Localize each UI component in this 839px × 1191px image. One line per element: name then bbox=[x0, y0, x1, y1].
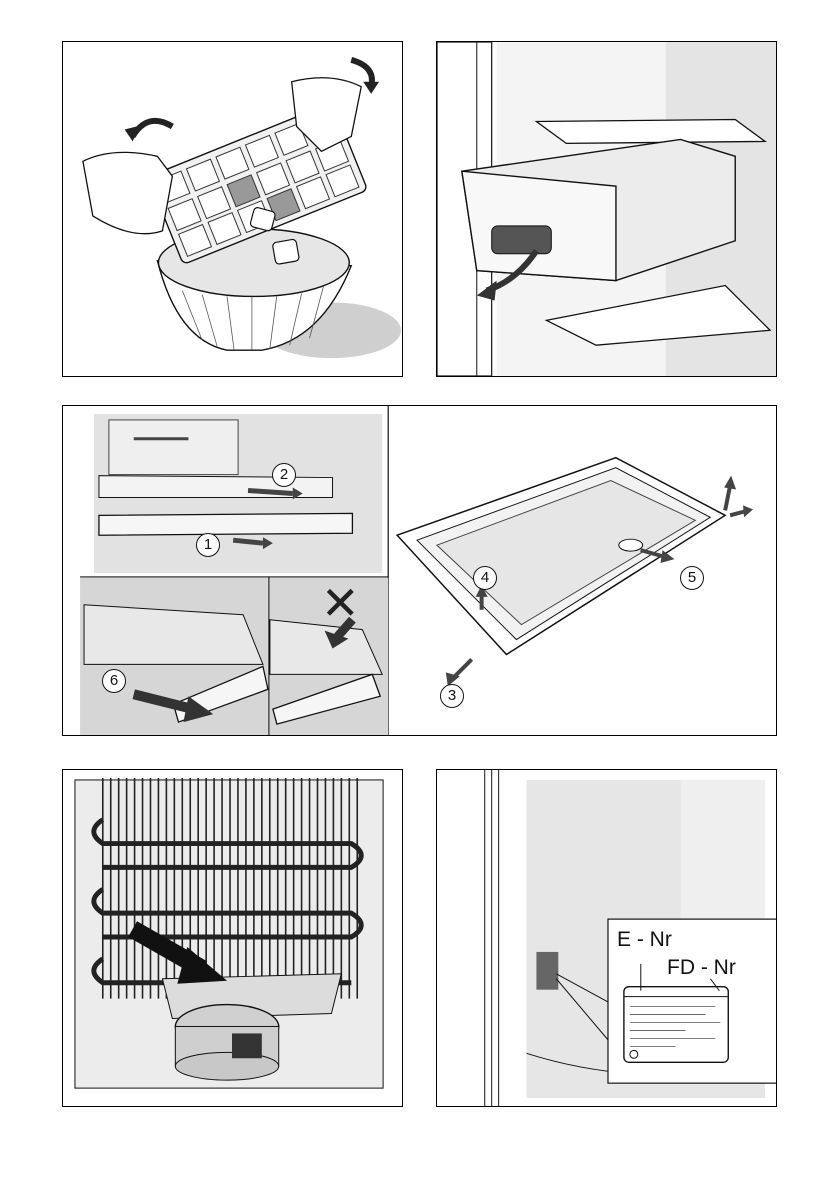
step-callout-6: 6 bbox=[102, 669, 126, 693]
condenser-panel bbox=[62, 769, 403, 1107]
condenser-illustration bbox=[63, 770, 402, 1106]
step-callout-1: 1 bbox=[196, 533, 220, 557]
rating-plate-panel: E - Nr FD - Nr bbox=[436, 769, 777, 1107]
freezer-drawer-illustration bbox=[437, 42, 776, 376]
shelf-removal-panel: 2 1 6 4 5 3 ✕ bbox=[62, 405, 777, 736]
ice-tray-panel bbox=[62, 41, 403, 377]
ice-tray-illustration bbox=[63, 42, 402, 376]
freezer-drawer-panel bbox=[436, 41, 777, 377]
step-callout-5: 5 bbox=[680, 566, 704, 590]
e-nr-label: E - Nr bbox=[617, 928, 672, 952]
step-callout-2: 2 bbox=[272, 463, 296, 487]
rating-plate-illustration bbox=[437, 770, 776, 1106]
fd-nr-label: FD - Nr bbox=[667, 956, 736, 980]
step-callout-4: 4 bbox=[473, 566, 497, 590]
step-callout-3: 3 bbox=[440, 684, 464, 708]
shelf-removal-illustration bbox=[63, 406, 776, 735]
wrong-mark-icon: ✕ bbox=[321, 576, 360, 630]
